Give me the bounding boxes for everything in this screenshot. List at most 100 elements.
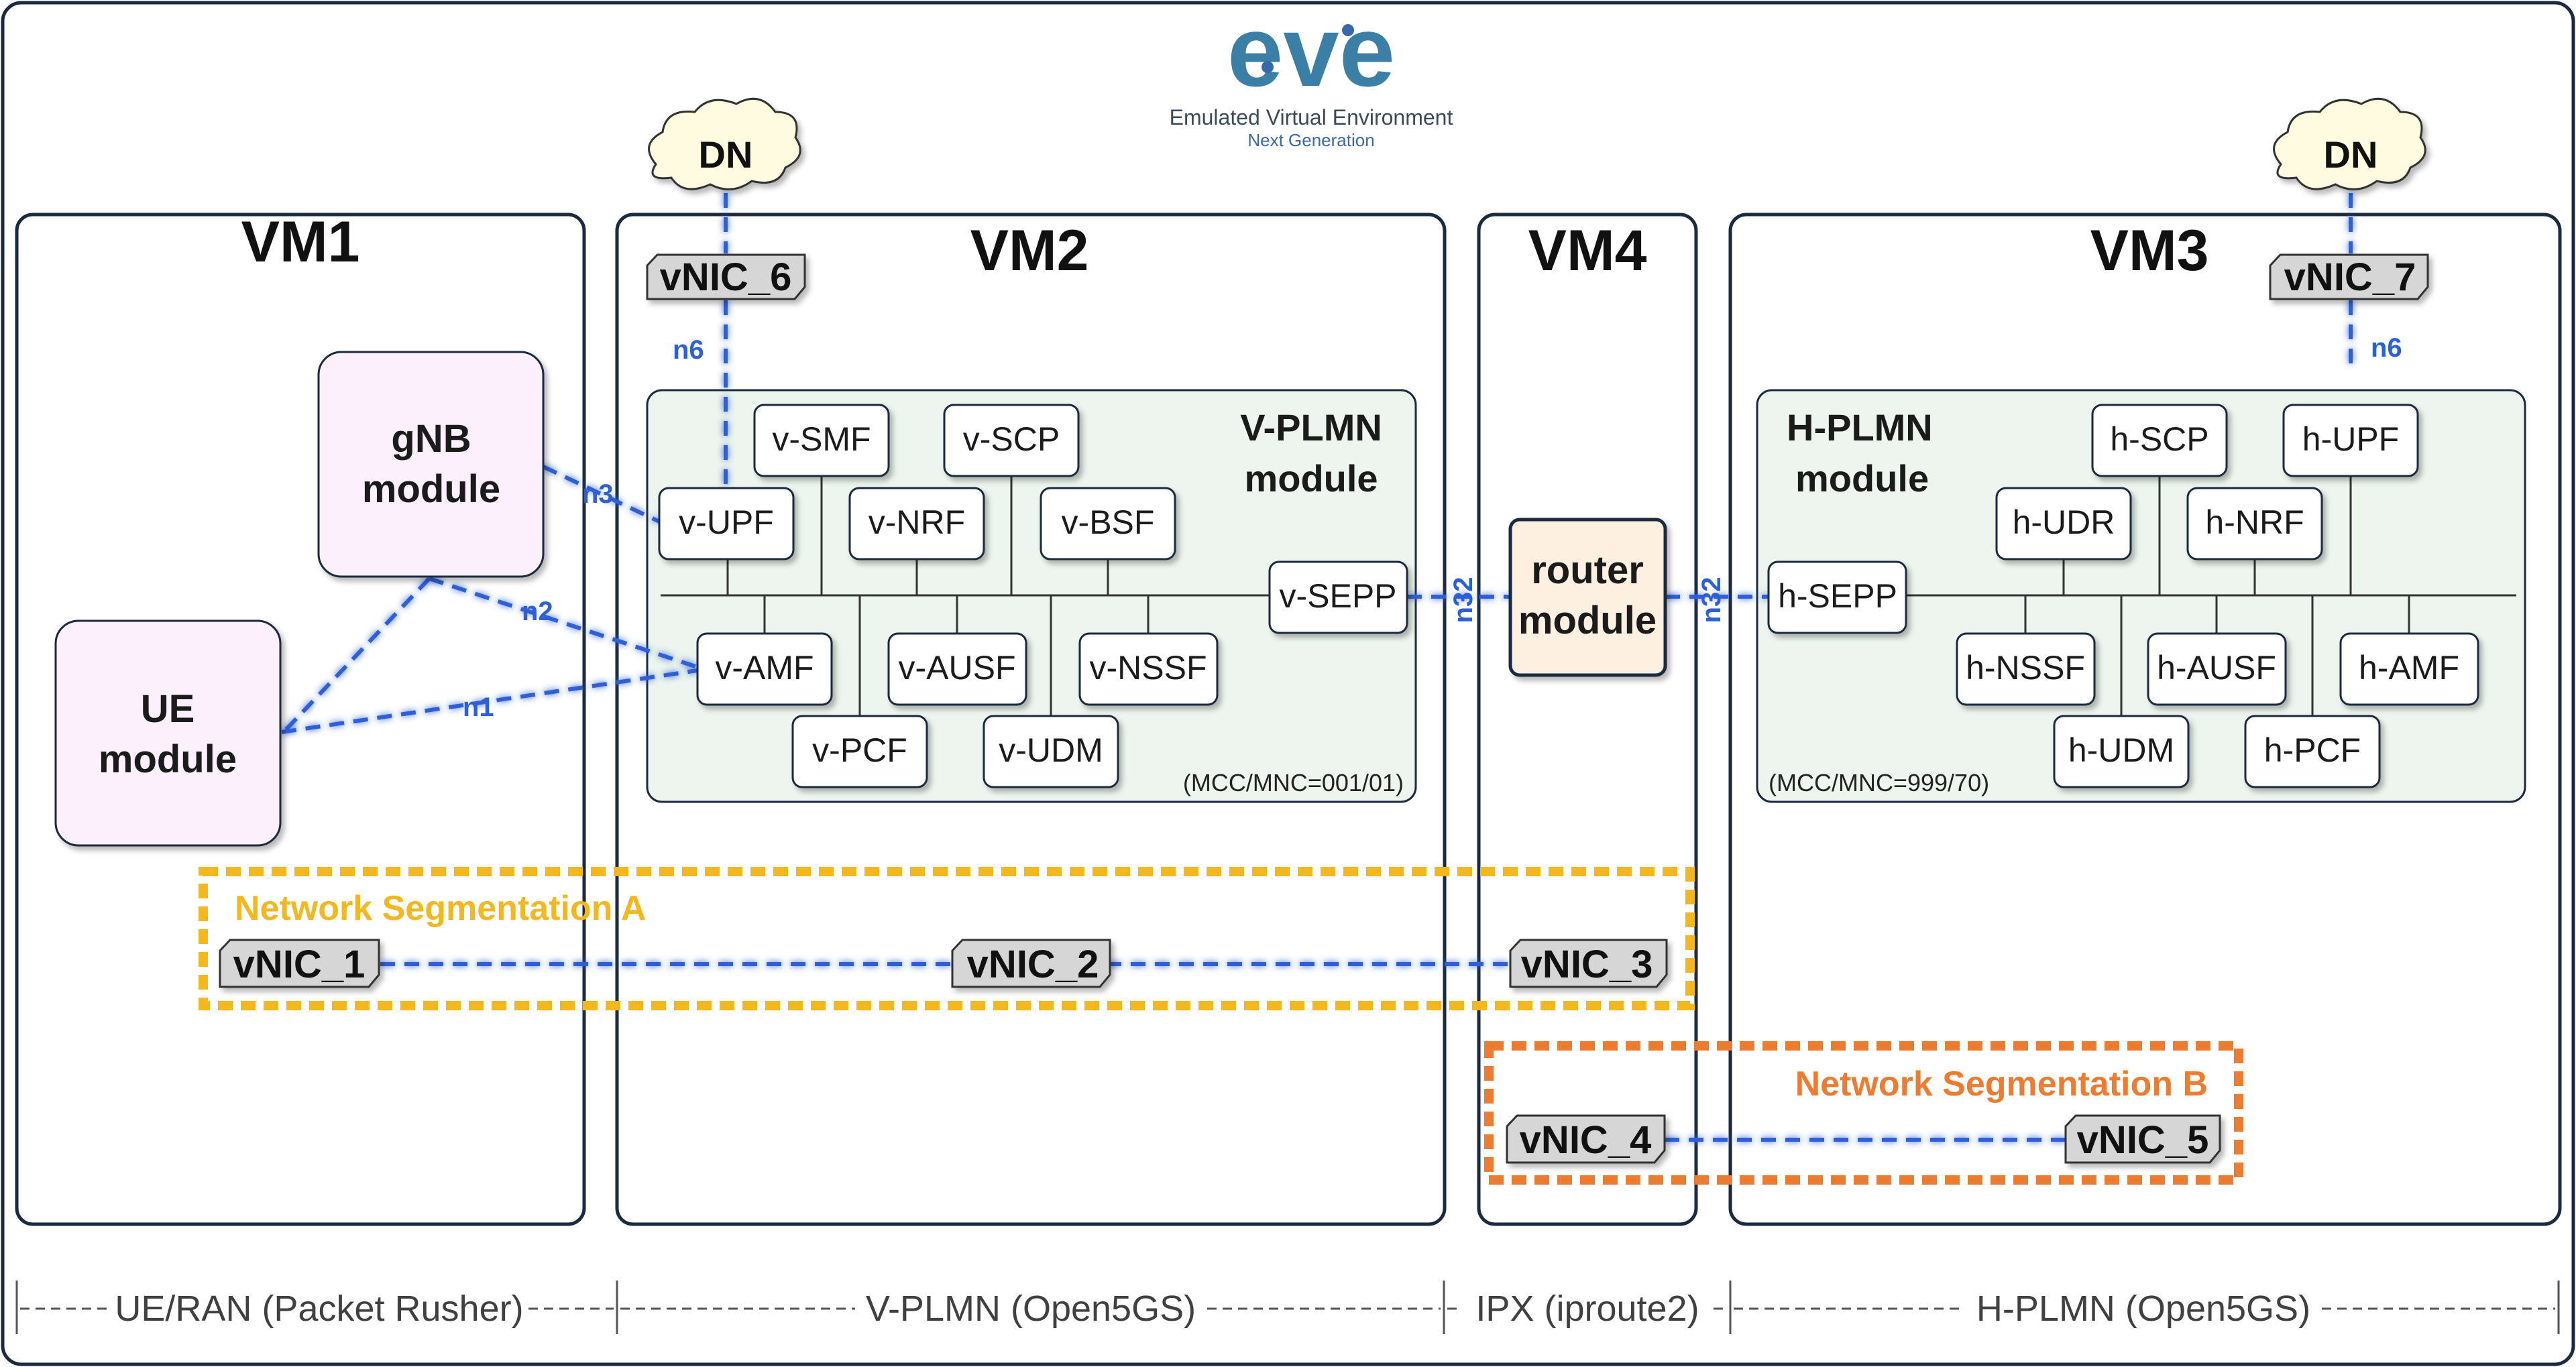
- nf-h-amf: h-AMF: [2339, 632, 2479, 706]
- svg-text:v-NSSF: v-NSSF: [1090, 649, 1207, 687]
- iface-n6-right: n6: [2371, 333, 2402, 363]
- svg-text:v-AMF: v-AMF: [715, 649, 814, 687]
- bottom-legend: UE/RAN (Packet Rusher) V-PLMN (Open5GS) …: [15, 1281, 2560, 1334]
- nic-tag-icon: [1509, 939, 1668, 988]
- gnb-line1: gNB: [391, 417, 471, 461]
- iface-n6-left: n6: [673, 335, 704, 365]
- svg-text:h-PCF: h-PCF: [2264, 731, 2361, 769]
- svg-text:v-NRF: v-NRF: [869, 503, 965, 541]
- iface-n32-left: n32: [1449, 577, 1478, 623]
- hplmn-bus: [1905, 473, 2516, 716]
- ue-module: UE module: [54, 619, 282, 847]
- vnic-7: vNIC_7: [2269, 253, 2429, 300]
- nic-tag-icon: [2269, 253, 2429, 300]
- dn-right-label: DN: [2324, 133, 2378, 176]
- segment-b-label: Network Segmentation B: [1795, 1065, 2208, 1104]
- hplmn-title-line2: module: [1795, 457, 1929, 499]
- iface-n2: n2: [522, 597, 553, 626]
- dn-cloud-left: DN: [648, 97, 801, 190]
- svg-text:h-UDM: h-UDM: [2068, 731, 2174, 769]
- nf-v-nssf: v-NSSF: [1078, 632, 1219, 706]
- svg-text:h-SCP: h-SCP: [2110, 420, 2208, 458]
- logo-dot-icon: [1262, 61, 1274, 73]
- cloud-icon: [648, 97, 801, 190]
- svg-text:h-UPF: h-UPF: [2302, 420, 2399, 458]
- iface-n3: n3: [582, 479, 614, 509]
- vm4-title: VM4: [1528, 219, 1647, 283]
- hplmn-title-line1: H-PLMN: [1787, 406, 1933, 449]
- svg-text:h-SEPP: h-SEPP: [1778, 577, 1897, 615]
- svg-text:v-AUSF: v-AUSF: [899, 649, 1016, 687]
- dn-left-label: DN: [699, 133, 753, 176]
- vm3-title: VM3: [2090, 219, 2209, 283]
- hplmn-nfs: h-SCP h-UPF h-UDR h-NRF h-SEPP h-NSSF h-…: [1767, 404, 2479, 788]
- svg-text:v-BSF: v-BSF: [1062, 503, 1155, 541]
- svg-text:v-SCP: v-SCP: [963, 420, 1060, 458]
- vm4-box: [1477, 213, 1698, 1226]
- links: [280, 193, 2353, 1142]
- vnic-6-label: vNIC_6: [660, 255, 792, 299]
- vplmn-title-line1: V-PLMN: [1240, 406, 1382, 449]
- nf-h-ausf: h-AUSF: [2147, 632, 2287, 706]
- nf-v-pcf: v-PCF: [791, 715, 928, 788]
- vnic-7-label: vNIC_7: [2284, 255, 2416, 299]
- legend-ipx: IPX (iproute2): [1475, 1289, 1699, 1329]
- eve-logo: eve Emulated Virtual Environment Next Ge…: [1170, 0, 1453, 150]
- nf-v-nrf: v-NRF: [848, 487, 985, 560]
- link-n3: [542, 465, 661, 524]
- svg-text:v-SEPP: v-SEPP: [1279, 577, 1396, 615]
- svg-text:h-NRF: h-NRF: [2205, 503, 2304, 541]
- link-gnb-ue: [280, 577, 431, 736]
- vplmn-title-line2: module: [1244, 457, 1378, 499]
- nic-tag-icon: [646, 253, 806, 300]
- vm1-title: VM1: [241, 210, 360, 274]
- legend-ue-ran: UE/RAN (Packet Rusher): [115, 1289, 523, 1329]
- vnic-5-label: vNIC_5: [2077, 1118, 2209, 1162]
- nf-h-pcf: h-PCF: [2244, 715, 2381, 788]
- svg-text:h-UDR: h-UDR: [2013, 503, 2115, 541]
- nic-tag-icon: [951, 939, 1111, 988]
- svg-text:v-UPF: v-UPF: [679, 503, 774, 541]
- iface-n32-right: n32: [1697, 577, 1726, 623]
- nf-h-udr: h-UDR: [1995, 487, 2132, 560]
- vnic-2-label: vNIC_2: [967, 943, 1099, 986]
- ue-line1: UE: [141, 687, 195, 731]
- nf-v-udm: v-UDM: [983, 715, 1119, 788]
- vnic-4: vNIC_4: [1506, 1114, 1666, 1164]
- vnic-4-label: vNIC_4: [1520, 1118, 1652, 1162]
- vnic-3-label: vNIC_3: [1521, 943, 1653, 986]
- svg-text:h-AUSF: h-AUSF: [2157, 649, 2276, 687]
- svg-text:v-PCF: v-PCF: [812, 731, 907, 769]
- nf-v-upf: v-UPF: [658, 487, 795, 560]
- segment-b-box: [1484, 1041, 2243, 1185]
- legend-vplmn: V-PLMN (Open5GS): [866, 1289, 1196, 1329]
- nf-v-sepp: v-SEPP: [1268, 560, 1408, 634]
- nf-h-nrf: h-NRF: [2186, 487, 2323, 560]
- nic-tag-icon: [2064, 1114, 2221, 1164]
- logo-dot-icon: [1342, 24, 1354, 36]
- nf-h-upf: h-UPF: [2282, 404, 2419, 477]
- gnb-module: gNB module: [317, 351, 545, 578]
- nf-v-bsf: v-BSF: [1040, 487, 1176, 560]
- nic-tag-icon: [1506, 1114, 1666, 1164]
- nf-v-ausf: v-AUSF: [887, 632, 1027, 706]
- svg-text:v-UDM: v-UDM: [999, 731, 1103, 769]
- nf-v-amf: v-AMF: [696, 632, 833, 706]
- dn-cloud-right: DN: [2273, 97, 2426, 190]
- vnic-6: vNIC_6: [646, 253, 806, 300]
- segment-a-label: Network Segmentation A: [235, 889, 647, 928]
- nic-tag-icon: [219, 939, 380, 988]
- router-line1: router: [1531, 548, 1644, 592]
- vnic-1-label: vNIC_1: [233, 943, 366, 986]
- logo-line2: Next Generation: [1247, 130, 1374, 150]
- vplmn-mcc: (MCC/MNC=001/01): [1183, 769, 1404, 796]
- logo-mark: eve: [1227, 0, 1395, 107]
- nf-v-scp: v-SCP: [943, 404, 1080, 477]
- iface-n1: n1: [463, 693, 494, 722]
- vnic-1: vNIC_1: [219, 939, 380, 988]
- vm2-title: VM2: [970, 219, 1089, 283]
- vnic-2: vNIC_2: [951, 939, 1111, 988]
- link-n1: [281, 668, 698, 734]
- nf-h-scp: h-SCP: [2091, 404, 2228, 477]
